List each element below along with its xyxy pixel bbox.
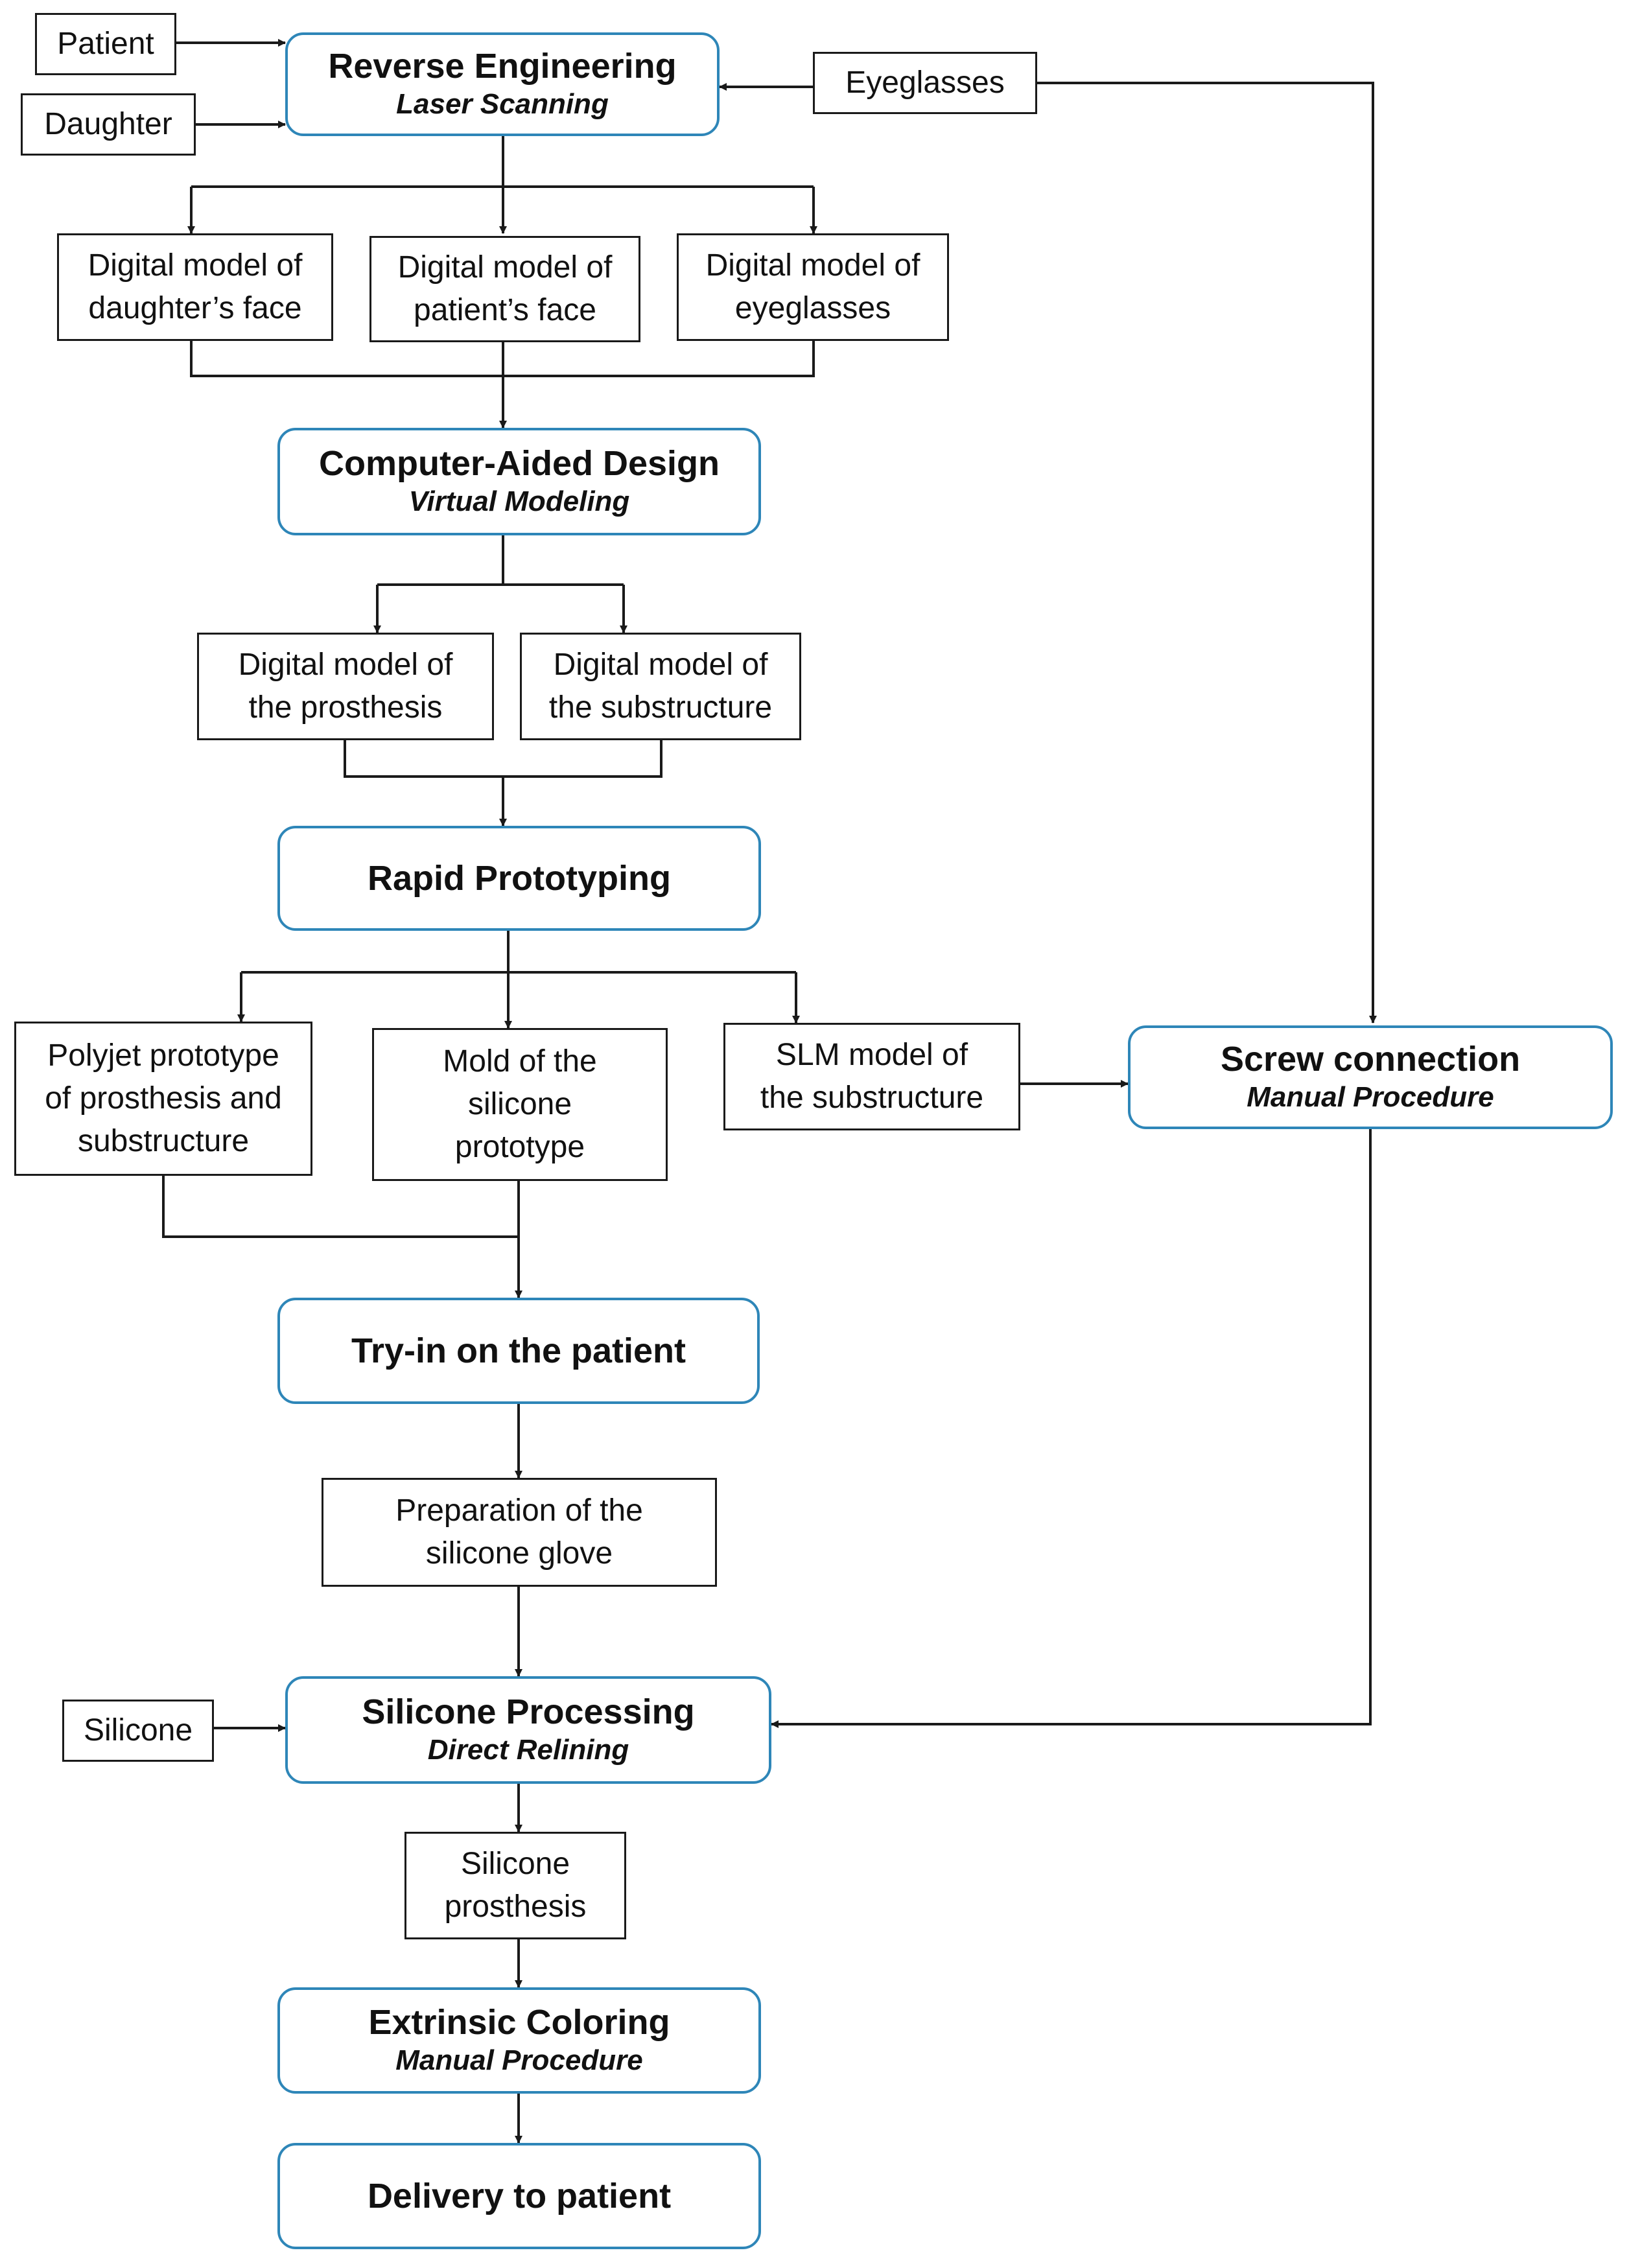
output-polyjet: Polyjet prototype of prosthesis and subs… (14, 1022, 312, 1176)
output-silicone-prosthesis-line-2: prosthesis (444, 1889, 587, 1924)
output-daughter-face-line-2: daughter’s face (88, 291, 302, 325)
output-slm-line-2: the substructure (760, 1081, 984, 1115)
stage-cad-subtitle: Virtual Modeling (408, 485, 630, 517)
stage-extrinsic-coloring: Extrinsic Coloring Manual Procedure (277, 1987, 761, 2094)
line-polyjet-merge (162, 1176, 519, 1238)
stage-screw-connection: Screw connection Manual Procedure (1128, 1025, 1613, 1129)
output-polyjet-line-1: Polyjet prototype (47, 1038, 279, 1073)
output-daughter-face-line-1: Digital model of (88, 248, 303, 283)
stage-cad: Computer-Aided Design Virtual Modeling (277, 428, 761, 535)
stage-try-in: Try-in on the patient (277, 1298, 760, 1404)
stage-silicone-processing-title: Silicone Processing (362, 1692, 695, 1731)
stage-reverse-engineering-subtitle: Laser Scanning (396, 88, 609, 120)
output-patient-face-line-2: patient’s face (414, 293, 596, 327)
input-silicone-label: Silicone (83, 1713, 193, 1748)
output-prosthesis-model-line-2: the prosthesis (248, 690, 443, 725)
output-glove-line-1: Preparation of the (395, 1493, 643, 1528)
input-patient: Patient (35, 13, 176, 75)
stage-extrinsic-coloring-subtitle: Manual Procedure (395, 2044, 643, 2076)
output-mold: Mold of the silicone prototype (372, 1028, 668, 1181)
output-silicone-prosthesis: Silicone prosthesis (404, 1832, 626, 1939)
output-mold-line-2: silicone (467, 1087, 572, 1121)
stage-silicone-processing-subtitle: Direct Relining (427, 1734, 629, 1766)
output-glove-line-2: silicone glove (425, 1536, 613, 1571)
output-eyeglasses-model-line-2: eyeglasses (734, 291, 891, 325)
line-models-merge-2 (344, 740, 662, 778)
input-daughter-label: Daughter (44, 107, 172, 141)
input-eyeglasses: Eyeglasses (813, 52, 1037, 114)
output-eyeglasses-model-line-1: Digital model of (705, 248, 920, 283)
output-prosthesis-model: Digital model of the prosthesis (197, 633, 494, 740)
output-mold-line-3: prototype (454, 1130, 585, 1164)
output-substructure-model-line-1: Digital model of (553, 648, 768, 682)
line-screw-to-processing (771, 1129, 1372, 1728)
line-eyeglasses-to-screw (1037, 82, 1377, 1023)
stage-screw-connection-subtitle: Manual Procedure (1247, 1081, 1494, 1113)
output-polyjet-line-3: substructure (77, 1124, 250, 1158)
output-patient-face: Digital model of patient’s face (369, 236, 640, 342)
stage-delivery: Delivery to patient (277, 2143, 761, 2249)
output-patient-face-line-1: Digital model of (397, 250, 613, 285)
output-eyeglasses-model: Digital model of eyeglasses (677, 233, 949, 341)
output-glove: Preparation of the silicone glove (322, 1478, 717, 1587)
stage-try-in-title: Try-in on the patient (351, 1331, 686, 1370)
input-daughter: Daughter (21, 93, 196, 156)
output-daughter-face: Digital model of daughter’s face (57, 233, 333, 341)
stage-reverse-engineering: Reverse Engineering Laser Scanning (285, 32, 720, 136)
output-silicone-prosthesis-line-1: Silicone (460, 1847, 570, 1881)
output-mold-line-1: Mold of the (443, 1044, 597, 1079)
stage-reverse-engineering-title: Reverse Engineering (328, 47, 677, 86)
output-slm-line-1: SLM model of (775, 1038, 968, 1072)
output-prosthesis-model-line-1: Digital model of (238, 648, 453, 682)
stage-delivery-title: Delivery to patient (367, 2177, 672, 2215)
output-polyjet-line-2: of prosthesis and (45, 1081, 282, 1116)
stage-silicone-processing: Silicone Processing Direct Relining (285, 1676, 771, 1784)
stage-extrinsic-coloring-title: Extrinsic Coloring (368, 2003, 670, 2042)
input-silicone: Silicone (62, 1700, 214, 1762)
stage-cad-title: Computer-Aided Design (318, 444, 720, 483)
stage-rapid-prototyping-title: Rapid Prototyping (368, 859, 671, 898)
stage-rapid-prototyping: Rapid Prototyping (277, 826, 761, 931)
input-patient-label: Patient (57, 27, 154, 61)
output-substructure-model: Digital model of the substructure (520, 633, 801, 740)
output-substructure-model-line-2: the substructure (548, 690, 773, 725)
input-eyeglasses-label: Eyeglasses (845, 65, 1005, 100)
output-slm: SLM model of the substructure (723, 1023, 1020, 1130)
stage-screw-connection-title: Screw connection (1220, 1040, 1521, 1079)
